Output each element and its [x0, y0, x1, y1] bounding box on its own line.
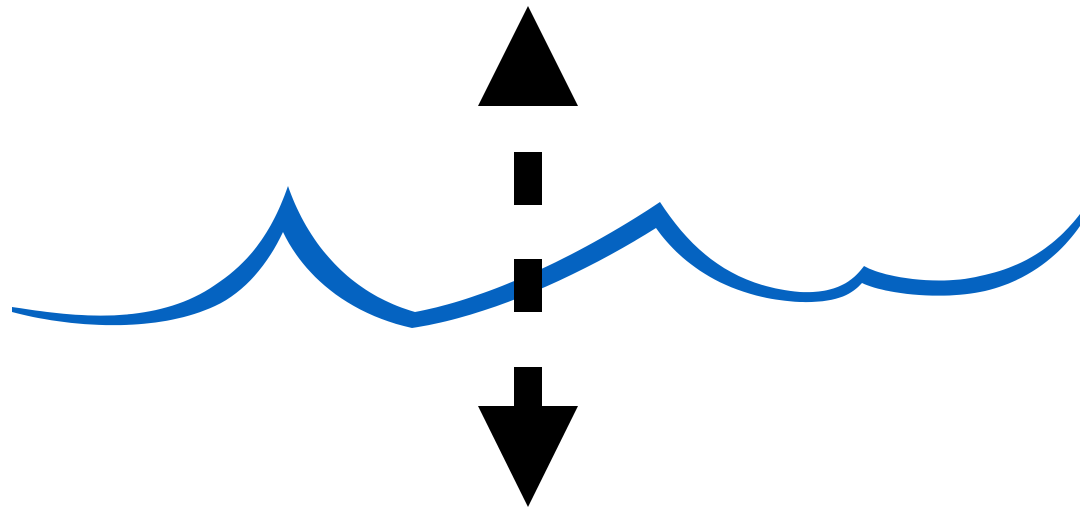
- arrow-dash-3: [514, 367, 542, 409]
- arrow-dash-2: [514, 259, 542, 312]
- double-headed-dashed-arrow-icon: [478, 6, 578, 507]
- wave-icon: [12, 186, 1080, 328]
- wave-stroke: [12, 186, 1080, 328]
- arrow-up-head: [478, 6, 578, 106]
- arrow-down-head: [478, 406, 578, 507]
- arrow-dash-1: [514, 152, 542, 205]
